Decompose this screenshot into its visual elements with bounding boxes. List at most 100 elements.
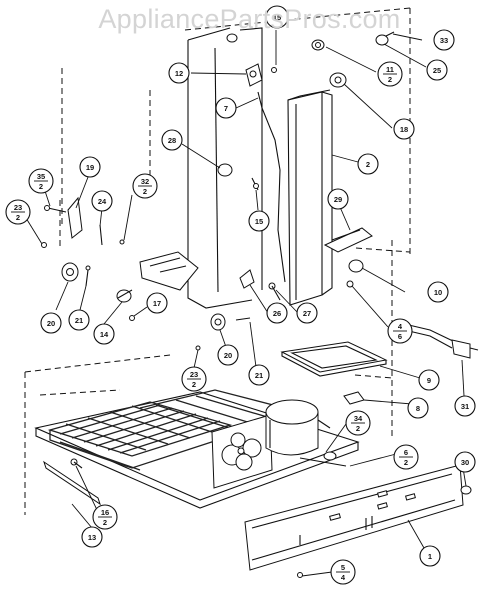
callout-15-mid: 15	[248, 210, 270, 232]
pad-8	[343, 391, 365, 405]
svg-text:8: 8	[416, 404, 420, 413]
svg-text:25: 25	[433, 66, 441, 75]
bracket-29	[323, 227, 373, 253]
svg-text:21: 21	[255, 371, 263, 380]
callout-20-lower: 20	[217, 344, 239, 366]
svg-text:34: 34	[354, 414, 363, 423]
callout-11: 112	[377, 61, 403, 87]
callout-12: 12	[168, 62, 190, 84]
svg-text:13: 13	[88, 533, 96, 542]
callout-20-left: 20	[40, 312, 62, 334]
svg-text:11: 11	[386, 65, 394, 74]
parts-26-27	[239, 269, 354, 301]
svg-text:1: 1	[428, 552, 432, 561]
svg-text:2: 2	[16, 213, 20, 222]
top-hardware	[217, 31, 395, 191]
left-hardware	[41, 196, 125, 287]
callout-30: 30	[454, 451, 476, 473]
callout-18: 18	[393, 118, 415, 140]
svg-text:16: 16	[101, 508, 109, 517]
svg-text:31: 31	[461, 402, 469, 411]
grommet-10	[348, 259, 364, 273]
svg-text:33: 33	[440, 36, 448, 45]
svg-text:14: 14	[100, 330, 109, 339]
svg-text:15: 15	[273, 13, 281, 22]
callout-35: 352	[28, 168, 54, 194]
svg-text:35: 35	[37, 172, 45, 181]
callout-19: 19	[79, 156, 101, 178]
svg-text:2: 2	[192, 380, 196, 389]
svg-text:20: 20	[224, 351, 232, 360]
callout-15-top: 15	[265, 5, 289, 29]
callout-4: 46	[387, 318, 413, 344]
svg-text:2: 2	[356, 424, 360, 433]
callout-6: 62	[393, 444, 419, 470]
callout-32: 322	[132, 173, 158, 199]
svg-text:4: 4	[341, 573, 346, 582]
callout-23-left: 232	[5, 199, 31, 225]
callout-23-lower: 232	[181, 366, 207, 392]
callout-28: 28	[161, 129, 183, 151]
parts-14-17	[116, 289, 135, 321]
drain-pan	[280, 341, 388, 377]
leader-lines	[25, 30, 467, 577]
callout-5: 54	[330, 559, 356, 585]
svg-text:24: 24	[98, 197, 107, 206]
svg-text:6: 6	[404, 448, 408, 457]
rail-13	[43, 458, 101, 506]
fan-shroud	[139, 251, 199, 291]
callout-1: 1	[419, 545, 441, 567]
svg-text:2: 2	[388, 75, 392, 84]
callout-34: 342	[345, 410, 371, 436]
svg-text:30: 30	[461, 458, 469, 467]
callout-27: 27	[296, 302, 318, 324]
svg-text:5: 5	[341, 563, 345, 572]
callouts: 33 25 15 12 112 18 7 28 2 19 352 322 232…	[5, 5, 476, 585]
callout-25: 25	[426, 59, 448, 81]
svg-text:17: 17	[153, 299, 161, 308]
svg-text:15: 15	[255, 217, 263, 226]
svg-text:19: 19	[86, 163, 94, 172]
svg-text:32: 32	[141, 177, 149, 186]
callout-9: 9	[418, 369, 440, 391]
callout-8: 8	[407, 397, 429, 419]
callout-26: 26	[266, 302, 288, 324]
callout-24: 24	[91, 190, 113, 212]
compressor	[265, 399, 347, 467]
svg-text:23: 23	[190, 370, 198, 379]
callout-21-lower: 21	[248, 364, 270, 386]
callout-31: 31	[454, 395, 476, 417]
base-tray	[34, 391, 360, 509]
svg-text:2: 2	[39, 182, 43, 191]
svg-text:9: 9	[427, 376, 431, 385]
fan-motor-bracket	[211, 414, 273, 489]
callout-16: 162	[92, 504, 118, 530]
svg-text:21: 21	[75, 316, 83, 325]
svg-text:29: 29	[334, 195, 342, 204]
callout-17: 17	[146, 292, 168, 314]
svg-text:18: 18	[400, 125, 408, 134]
back-panel	[187, 27, 263, 309]
svg-text:10: 10	[434, 288, 442, 297]
svg-text:28: 28	[168, 136, 176, 145]
front-grille-panel	[244, 464, 472, 578]
svg-text:23: 23	[14, 203, 22, 212]
callout-33: 33	[433, 29, 455, 51]
upright-duct	[287, 89, 333, 306]
callout-10: 10	[427, 281, 449, 303]
svg-text:26: 26	[273, 309, 281, 318]
svg-text:2: 2	[366, 160, 370, 169]
svg-text:4: 4	[398, 322, 403, 331]
svg-text:7: 7	[224, 104, 228, 113]
svg-text:2: 2	[143, 187, 147, 196]
tube-line	[257, 91, 286, 283]
callout-14: 14	[93, 323, 115, 345]
svg-text:27: 27	[303, 309, 311, 318]
callout-7: 7	[215, 97, 237, 119]
callout-2: 2	[357, 153, 379, 175]
svg-text:12: 12	[175, 69, 183, 78]
callout-29: 29	[327, 188, 349, 210]
callout-13: 13	[81, 526, 103, 548]
callout-21-left: 21	[68, 309, 90, 331]
